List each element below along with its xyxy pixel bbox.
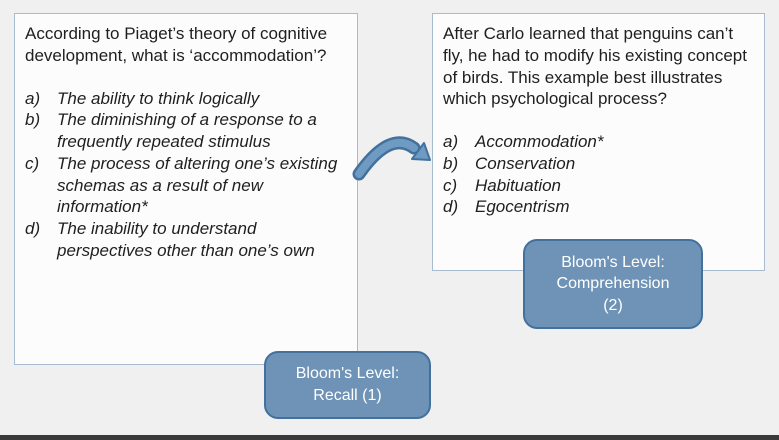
options-list-right: a) Accommodation* b) Conservation c) Hab… [443, 131, 754, 218]
blooms-level-badge-comprehension: Bloom's Level: Comprehension (2) [523, 239, 703, 329]
option-text: The process of altering one’s existing s… [57, 153, 338, 217]
blooms-level-badge-recall: Bloom's Level: Recall (1) [264, 351, 431, 419]
badge-line: Bloom's Level: [295, 365, 400, 383]
question-text-left: According to Piaget’s theory of cognitiv… [25, 24, 328, 65]
option-row: b) The diminishing of a response to a fr… [25, 109, 347, 153]
option-letter: a) [25, 88, 41, 108]
option-text: The ability to think logically [57, 88, 260, 108]
option-letter: d) [25, 219, 41, 238]
option-row: a) Accommodation* [443, 131, 754, 153]
option-text: Accommodation* [475, 132, 604, 151]
badge-line: Bloom's Level: [561, 253, 665, 271]
option-letter: d) [443, 197, 459, 217]
question-text-right: After Carlo learned that penguins can’t … [443, 24, 747, 109]
option-letter: b) [25, 110, 41, 130]
option-text: The inability to understand perspectives… [57, 219, 315, 260]
option-text: Egocentrism [475, 197, 570, 217]
bottom-edge-bar [0, 435, 779, 440]
option-row: b) Conservation [443, 153, 754, 175]
option-row: c) The process of altering one’s existin… [25, 153, 347, 218]
option-letter: c) [443, 175, 458, 195]
option-text: The diminishing of a response to a frequ… [57, 110, 317, 151]
options-list-left: a) The ability to think logically b) The… [25, 88, 347, 262]
badge-line: (2) [603, 296, 623, 314]
badge-line: Recall (1) [313, 387, 382, 404]
option-row: d) Egocentrism [443, 196, 754, 218]
option-text: Conservation [475, 153, 576, 173]
question-card-right: After Carlo learned that penguins can’t … [432, 13, 765, 271]
option-text: Habituation [475, 175, 562, 195]
badge-line: Comprehension [556, 275, 670, 293]
question-card-left: According to Piaget’s theory of cognitiv… [14, 13, 358, 365]
curved-right-arrow-icon [352, 136, 431, 181]
option-row: c) Habituation [443, 175, 754, 197]
option-row: a) The ability to think logically [25, 88, 347, 110]
option-letter: c) [25, 153, 40, 173]
option-letter: a) [443, 132, 459, 151]
option-row: d) The inability to understand perspecti… [25, 218, 347, 262]
option-letter: b) [443, 153, 459, 173]
